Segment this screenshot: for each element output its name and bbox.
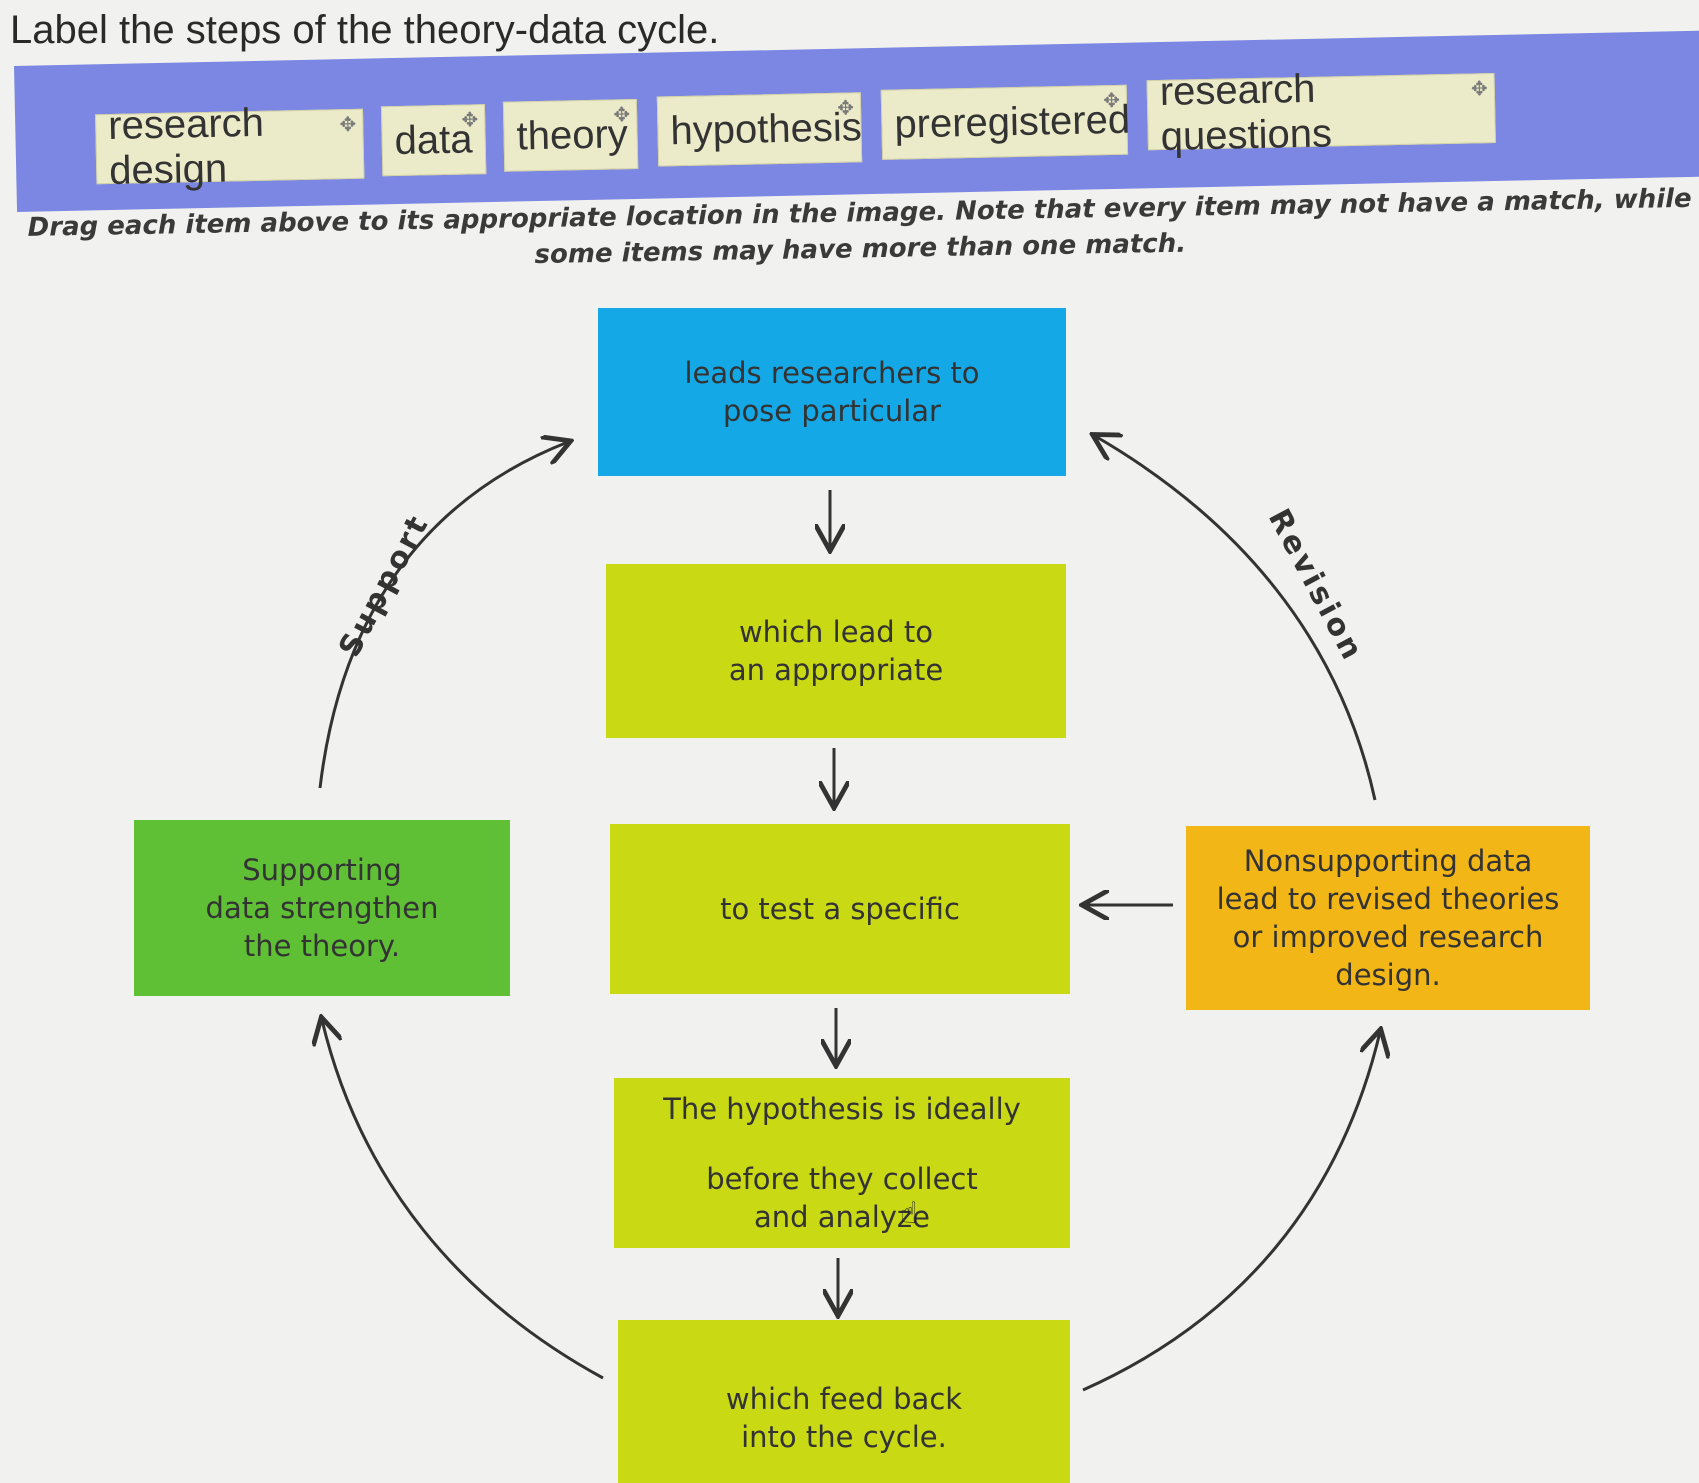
cycle-box-hypothesis: The hypothesis is ideally before they co… [614,1078,1070,1248]
box-text-1: which lead to [738,615,934,649]
box-text-1: leads researchers to [684,356,980,390]
cycle-box-theory: leads researchers to pose particular [598,308,1066,476]
feedback-curve-right [1082,1032,1380,1392]
box-text-2: into the cycle. [741,1419,947,1454]
support-box: Supporting data strengthen the theory. [134,820,510,996]
box-text-4: design. [1335,958,1441,992]
cycle-box-data: which feed back into the cycle. [618,1320,1070,1483]
box-text-2: before they collect [706,1162,978,1196]
box-text-3: or improved research [1232,920,1544,954]
box-text-2: data strengthen [205,891,439,925]
box-text-3: the theory. [243,929,401,963]
feedback-curve-left [322,1020,604,1380]
box-text-3: and analyze [754,1200,930,1234]
cycle-box-research-questions: which lead to an appropriate [606,564,1066,738]
box-text-2: pose particular [723,394,941,428]
revision-curve [1095,436,1377,801]
box-text-1: to test a specific [720,892,960,926]
page-title: Label the steps of the theory-data cycle… [10,8,720,52]
nonsupport-box: Nonsupporting data lead to revised theor… [1186,826,1590,1010]
box-text-1: Supporting [242,853,402,887]
box-text-1: which feed back [725,1381,963,1416]
box-text-2: lead to revised theories [1216,882,1560,916]
box-text-1: The hypothesis is ideally [663,1092,1021,1126]
box-text-1: Nonsupporting data [1243,844,1533,878]
hand-cursor-icon: ☝ [900,1196,919,1231]
support-curve [318,442,568,789]
box-text-2: an appropriate [728,653,944,687]
cycle-box-research-design: to test a specific [610,824,1070,994]
